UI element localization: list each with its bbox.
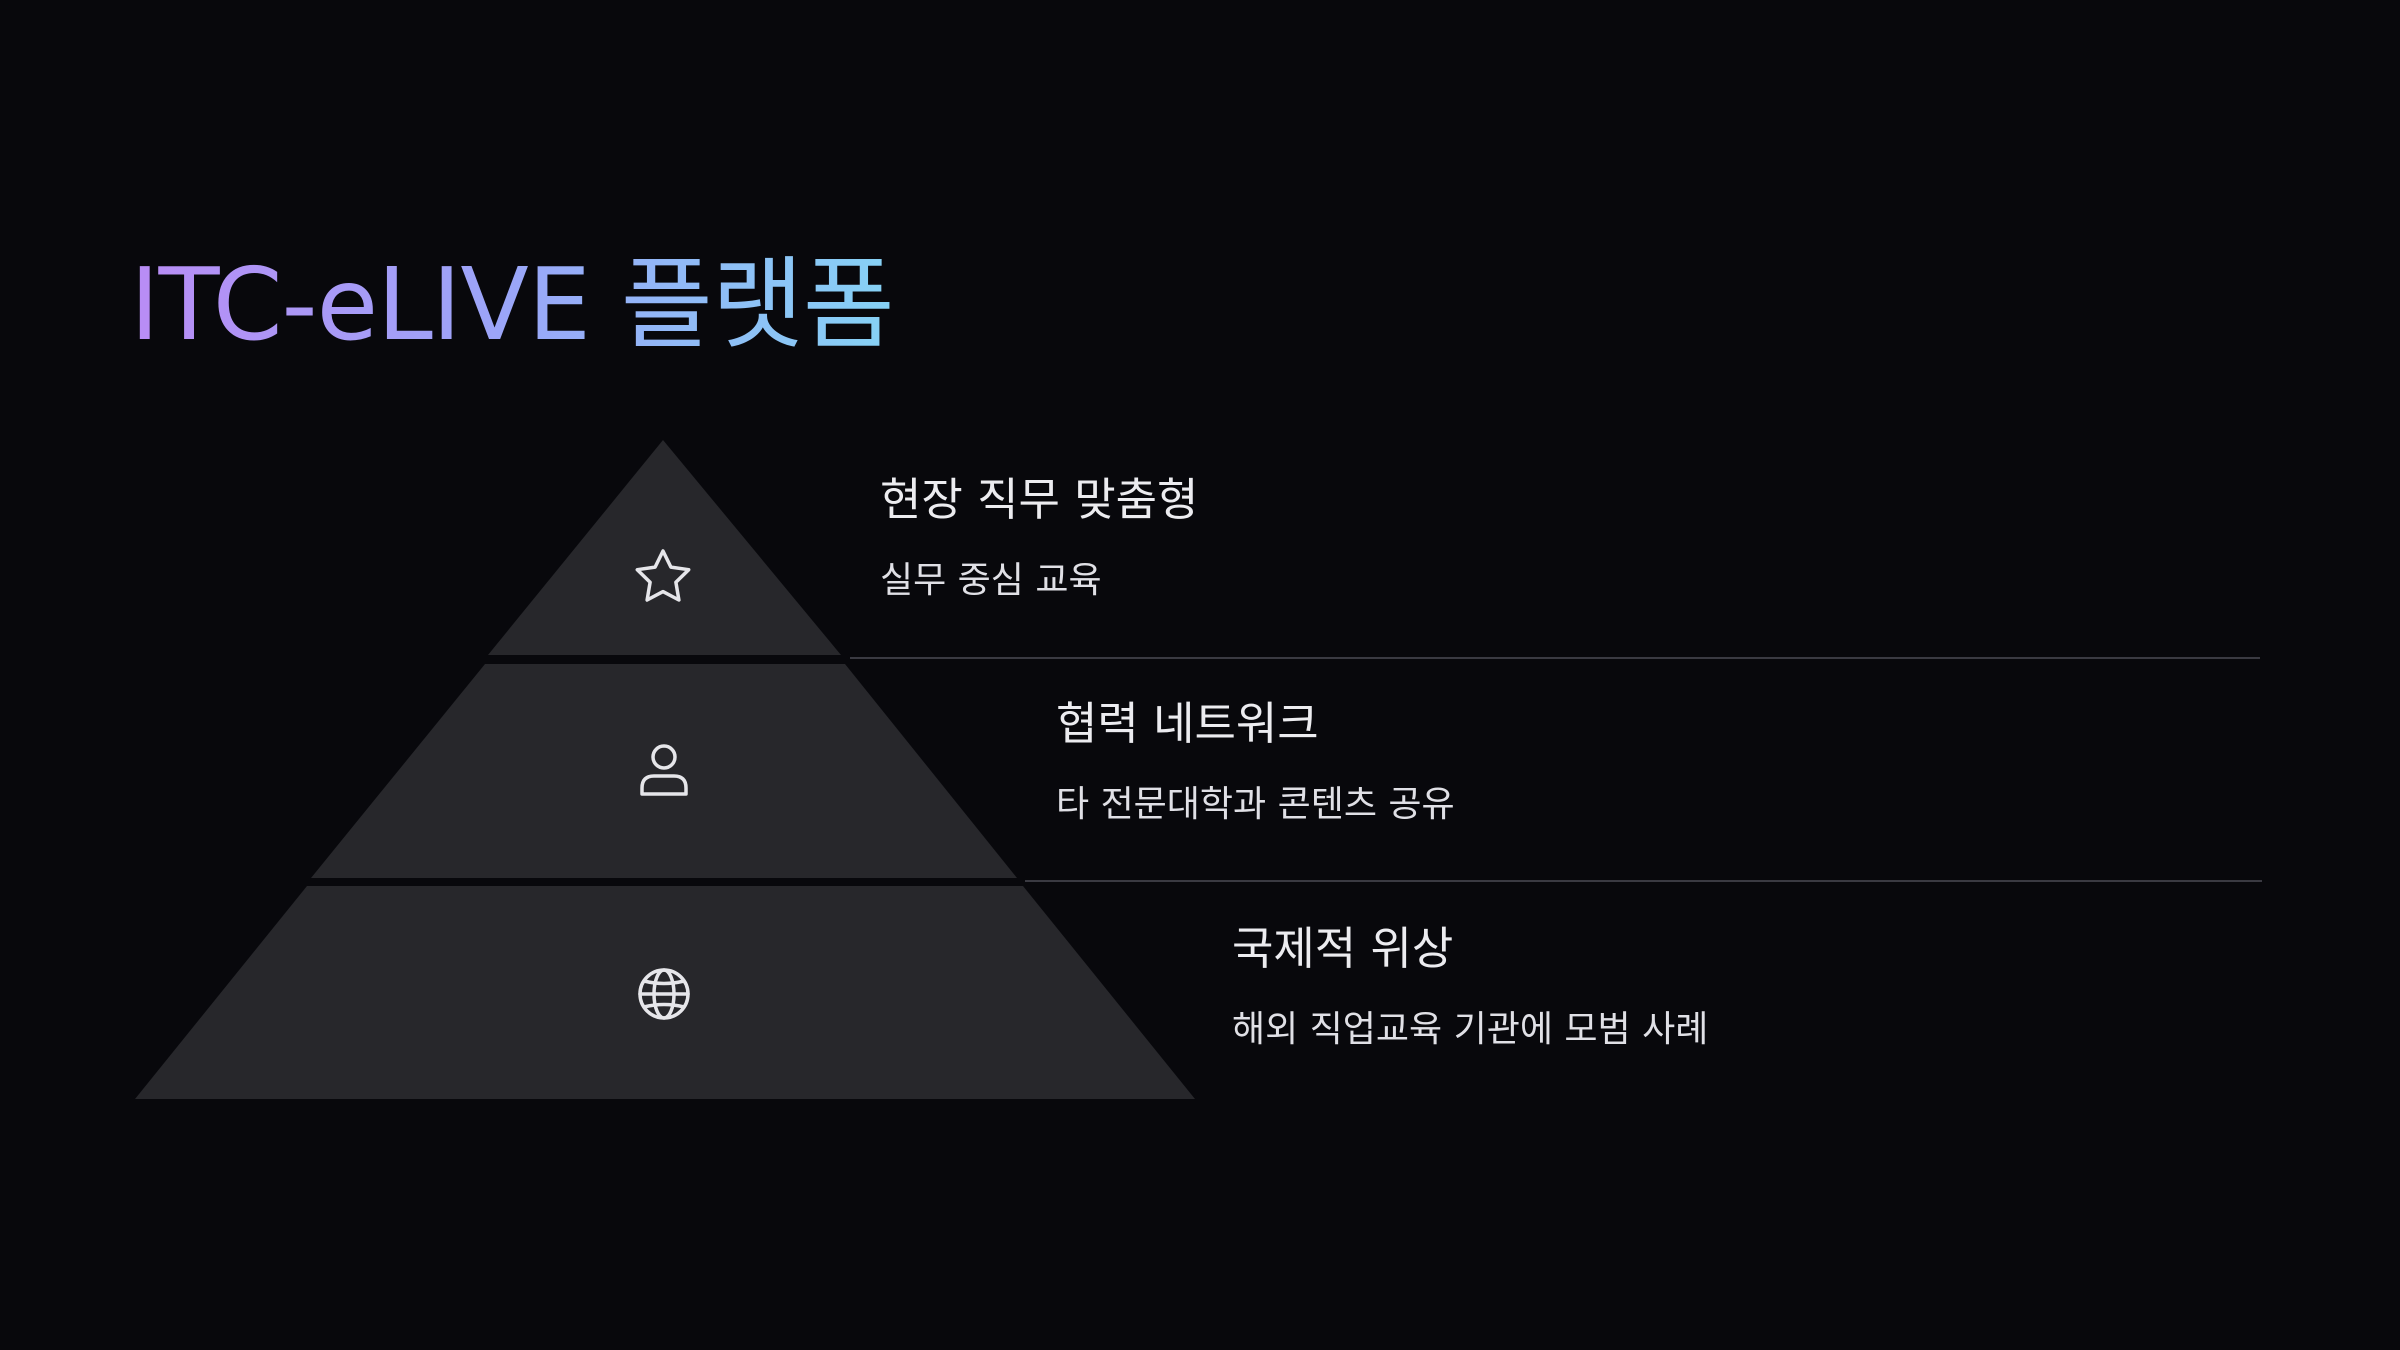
tier-2-heading: 협력 네트워크 — [1056, 697, 1319, 750]
divider-2 — [1025, 880, 2262, 882]
globe-icon — [638, 968, 690, 1020]
pyramid-tier-top — [488, 440, 841, 655]
tier-1-text: 현장 직무 맞춤형 실무 중심 교육 — [880, 472, 1198, 604]
star-icon — [635, 549, 691, 602]
pyramid-tier-middle — [311, 664, 1017, 878]
tier-3-description: 해외 직업교육 기관에 모범 사례 — [1232, 1009, 1709, 1050]
tier-2-text: 협력 네트워크 타 전문대학과 콘텐츠 공유 — [1056, 696, 1455, 828]
divider-1 — [850, 657, 2260, 659]
tier-1-description: 실무 중심 교육 — [880, 560, 1102, 601]
user-icon — [640, 744, 688, 796]
tier-1-heading: 현장 직무 맞춤형 — [880, 473, 1199, 526]
tier-2-description: 타 전문대학과 콘텐츠 공유 — [1056, 784, 1455, 825]
page-title: ITC-eLIVE 플랫폼 — [130, 246, 895, 363]
tier-3-heading: 국제적 위상 — [1232, 922, 1454, 975]
tier-3-text: 국제적 위상 해외 직업교육 기관에 모범 사례 — [1232, 921, 1708, 1053]
